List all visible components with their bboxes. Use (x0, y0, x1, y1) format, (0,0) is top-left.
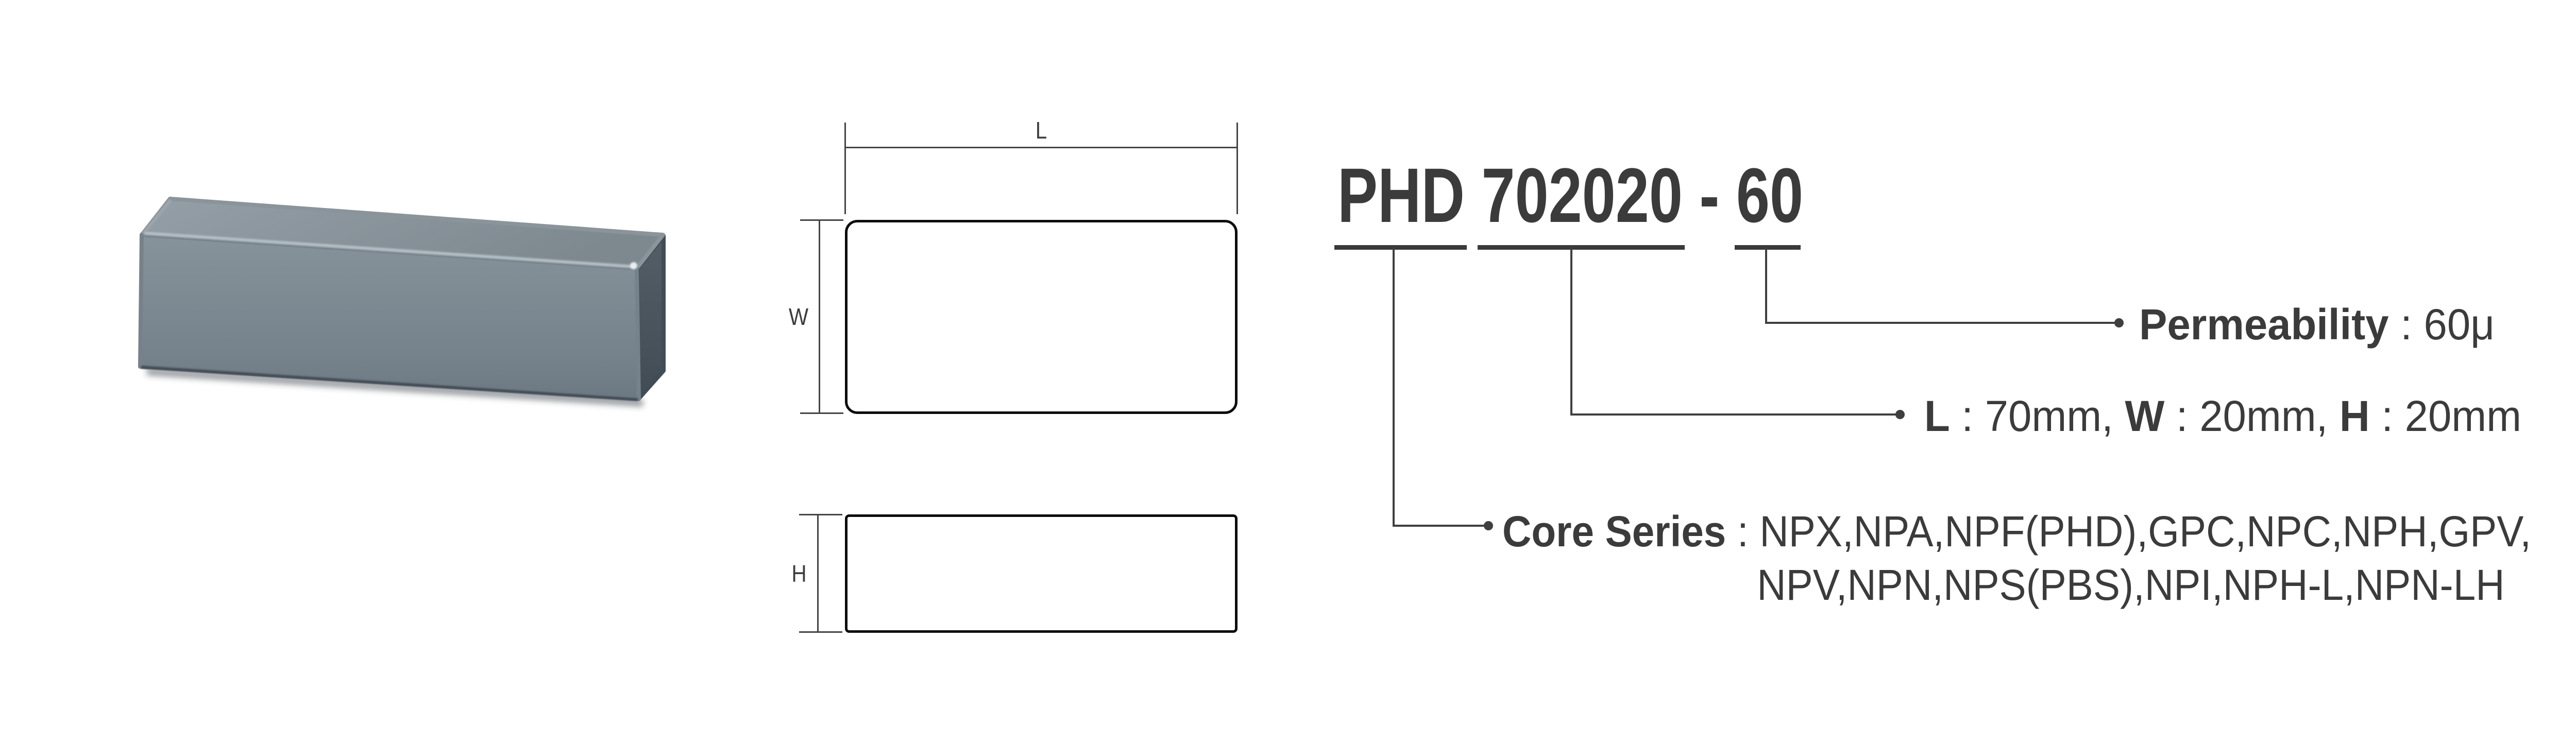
dimensions-row: L : 70mm, W : 20mm, H : 20mm (1924, 389, 2521, 443)
l-dim-tick-left (844, 123, 846, 214)
core-series-line-2: NPV,NPN,NPS(PBS),NPI,NPH-L,NPN-LH (1757, 561, 2505, 609)
dim-h-value: 20mm (2404, 392, 2522, 440)
h-dim-line (817, 514, 819, 633)
h-dim-tick-bottom (799, 631, 842, 633)
leader-dimensions-vertical (1570, 247, 1572, 416)
core-series-values-1: NPX,NPA,NPF(PHD),GPC,NPC,NPH,GPV, (1759, 507, 2531, 556)
leader-permeability-dot (2114, 318, 2124, 327)
leader-permeability-horizontal (1765, 322, 2115, 324)
w-dim-label: W (788, 303, 809, 330)
permeability-row: Permeability : 60μ (2139, 298, 2495, 351)
front-view-outline (845, 514, 1238, 633)
dim-w-sep: : (2164, 392, 2200, 440)
leader-core-series-dot (1484, 521, 1493, 530)
l-dim-label: L (1035, 117, 1047, 144)
w-dim-tick-top (800, 219, 843, 221)
permeability-label: Permeability (2139, 300, 2389, 349)
dim-h-label: H (2339, 392, 2370, 440)
underline-dimensions-segment (1478, 245, 1685, 250)
part-number-title: PHD 702020 - 60 (1337, 152, 1804, 238)
w-dim-line (819, 220, 820, 414)
h-dim-tick-top (799, 514, 842, 515)
core-series-line-1: Core Series : NPX,NPA,NPF(PHD),GPC,NPC,N… (1502, 505, 2531, 558)
leader-core-series-vertical (1393, 247, 1395, 527)
core-series-rows: Core Series : NPX,NPA,NPF(PHD),GPC,NPC,N… (1502, 505, 2531, 612)
permeability-value: 60μ (2424, 300, 2495, 349)
core-series-separator: : (1726, 507, 1760, 556)
leader-dimensions-horizontal (1570, 413, 1896, 416)
dim-l-label: L (1924, 392, 1950, 440)
h-dim-label: H (791, 560, 807, 587)
dim-sep-1: , (2102, 392, 2125, 440)
dim-sep-2: , (2316, 392, 2340, 440)
l-dim-line (845, 147, 1238, 148)
block-bevel-highlight (144, 232, 635, 268)
leader-dimensions-dot (1895, 410, 1905, 419)
block-specular-glint (630, 262, 637, 269)
core-3d-image (138, 197, 666, 407)
leader-permeability-vertical (1765, 247, 1767, 324)
dim-w-value: 20mm (2199, 392, 2316, 440)
core-series-label: Core Series (1502, 507, 1726, 556)
dim-l-sep: : (1950, 392, 1985, 440)
block-shadow (146, 368, 643, 407)
leader-core-series-horizontal (1393, 525, 1485, 527)
block-bottom-edge (141, 366, 638, 401)
l-dim-tick-right (1236, 123, 1238, 214)
top-view-outline (845, 220, 1238, 414)
dim-w-label: W (2125, 392, 2165, 440)
dim-h-sep: : (2369, 392, 2405, 440)
dim-l-value: 70mm (1985, 392, 2102, 440)
permeability-separator: : (2388, 300, 2424, 349)
block-corner-highlight (142, 199, 172, 235)
w-dim-tick-bottom (800, 412, 843, 414)
underline-permeability-segment (1735, 245, 1801, 250)
underline-series-segment (1334, 245, 1467, 250)
